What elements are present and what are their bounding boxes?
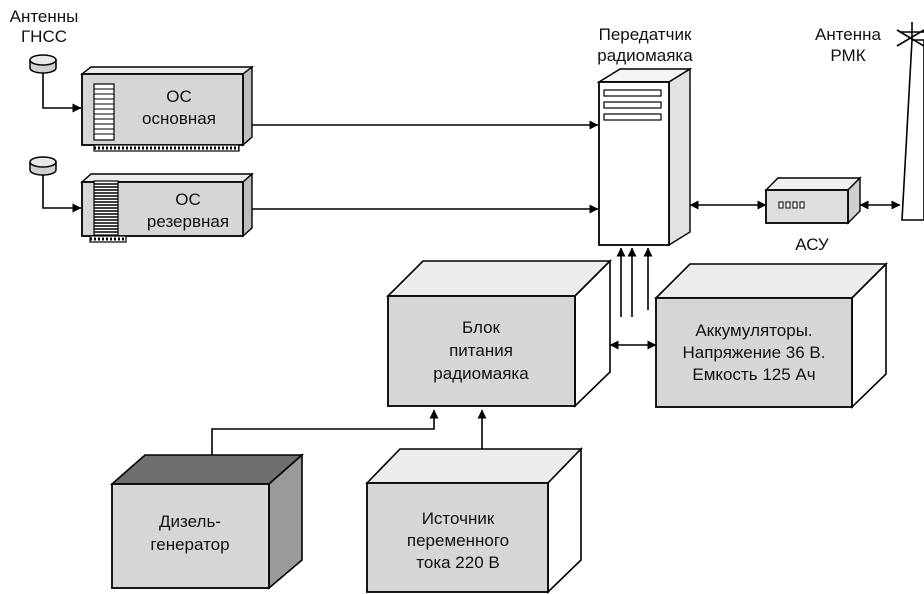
transmitter-cabinet	[596, 67, 693, 247]
svg-text:Передатчик: Передатчик	[599, 25, 692, 44]
svg-text:Блок: Блок	[462, 318, 501, 337]
rmk-antenna-label: Антенна РМК	[815, 25, 882, 65]
svg-text:Источник: Источник	[422, 509, 495, 528]
asu-indicator-icon	[778, 201, 805, 209]
gnss-antenna-reserve-icon	[29, 156, 57, 176]
svg-text:ОС: ОС	[166, 87, 192, 106]
os-main-grill	[94, 88, 114, 135]
svg-text:Аккумуляторы.: Аккумуляторы.	[695, 321, 812, 340]
svg-text:ГНСС: ГНСС	[21, 27, 67, 46]
svg-text:РМК: РМК	[830, 46, 865, 65]
rmk-antenna-tower-icon	[896, 22, 924, 221]
svg-text:радиомаяка: радиомаяка	[433, 364, 529, 383]
ac-source-box: Источник переменного тока 220 В	[365, 447, 583, 594]
svg-text:Емкость 125 Ач: Емкость 125 Ач	[692, 365, 815, 384]
gnss-antennas-label: Антенны ГНСС	[10, 7, 79, 46]
svg-text:тока 220 В: тока 220 В	[416, 553, 499, 572]
asu-unit	[764, 176, 862, 225]
antenna-reserve-cable	[42, 175, 82, 213]
antenna-main-cable	[42, 73, 82, 113]
svg-text:основная: основная	[142, 109, 216, 128]
batteries-box: Аккумуляторы. Напряжение 36 В. Емкость 1…	[654, 262, 888, 409]
diesel-to-power-link	[211, 409, 439, 455]
svg-text:резервная: резервная	[147, 212, 229, 231]
svg-text:питания: питания	[449, 341, 513, 360]
asu-label: АСУ	[795, 235, 829, 254]
svg-text:Антенна: Антенна	[815, 25, 882, 44]
svg-text:Дизель-: Дизель-	[159, 512, 221, 531]
svg-text:ОС: ОС	[175, 190, 201, 209]
svg-text:генератор: генератор	[150, 535, 229, 554]
svg-text:Напряжение 36 В.: Напряжение 36 В.	[683, 343, 826, 362]
svg-text:радиомаяка: радиомаяка	[597, 46, 693, 65]
diesel-generator-box: Дизель- генератор	[109, 453, 305, 590]
os-main-unit: ОС основная	[79, 65, 255, 152]
svg-text:Антенны: Антенны	[10, 7, 79, 26]
os-reserve-unit: ОС резервная	[80, 172, 254, 243]
gnss-antenna-main-icon	[29, 54, 57, 74]
power-unit-box: Блок питания радиомаяка	[386, 259, 612, 408]
transmitter-label: Передатчик радиомаяка	[597, 25, 693, 65]
svg-text:переменного: переменного	[407, 531, 509, 550]
os-reserve-grill	[94, 183, 118, 233]
